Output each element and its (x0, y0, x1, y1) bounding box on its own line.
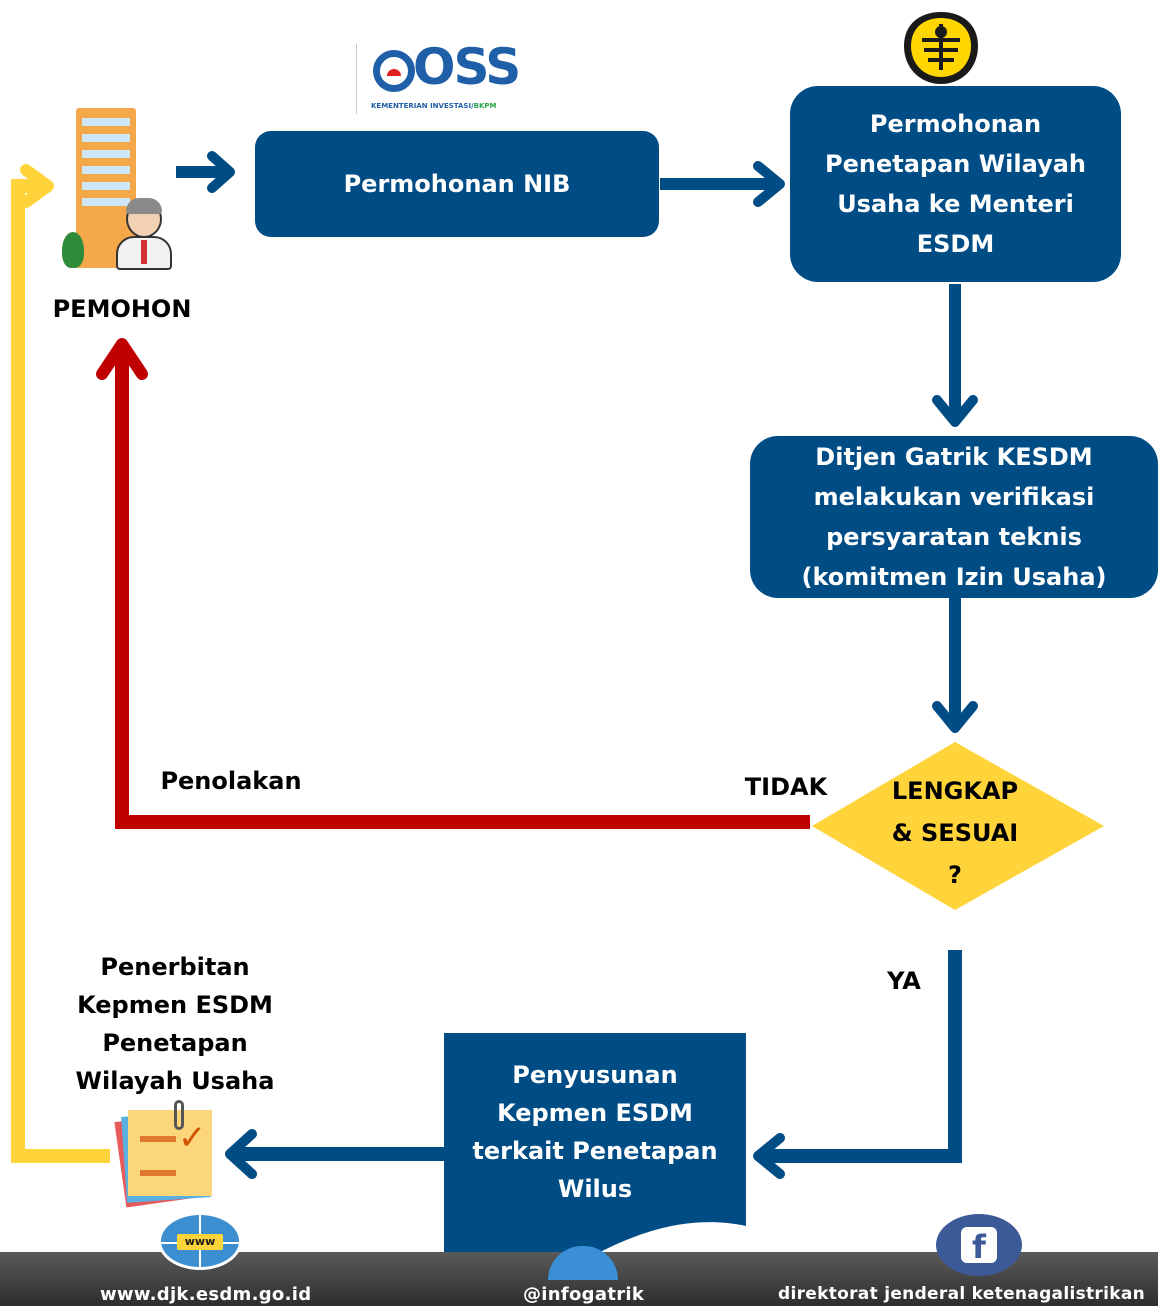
verification-to-decision-arrowhead (932, 701, 978, 733)
esdm-emblem-icon (904, 12, 978, 84)
applicant-illustration (62, 108, 182, 278)
facebook-icon: f (936, 1214, 1022, 1276)
nib-request-box: Permohonan NIB (255, 131, 659, 237)
no-edge-label: TIDAK (744, 773, 828, 801)
document-checklist-icon: ✓ (114, 1100, 216, 1210)
rejection-connector (115, 352, 810, 829)
nib-to-request-arrowhead (753, 161, 785, 207)
return-connector (11, 179, 110, 1163)
request-to-verification-arrowhead (932, 395, 978, 427)
globe-icon: www (158, 1212, 242, 1270)
social-handle[interactable]: @infogatrik (523, 1284, 645, 1305)
decision-to-drafting-arrowhead (753, 1133, 785, 1179)
return-arrowhead (20, 164, 54, 208)
oss-logo-text: OSS (413, 38, 521, 96)
applicant-to-nib-arrowhead (207, 151, 235, 193)
issuance-label: Penerbitan Kepmen ESDM Penetapan Wilayah… (75, 953, 275, 1095)
yes-edge-label: YA (887, 967, 921, 995)
oss-logo-subtitle: KEMENTERIAN INVESTASI/BKPM (371, 102, 497, 110)
oss-logo-mark (373, 50, 415, 92)
tree-icon (62, 232, 84, 268)
decision-to-drafting-connector (760, 950, 962, 1163)
facebook-glyph: f (961, 1227, 997, 1266)
www-badge: www (177, 1234, 223, 1250)
oss-logo: OSS KEMENTERIAN INVESTASI/BKPM (356, 38, 521, 114)
area-request-box: Permohonan Penetapan Wilayah Usaha ke Me… (790, 86, 1121, 282)
verification-box: Ditjen Gatrik KESDM melakukan verifikasi… (750, 436, 1158, 598)
applicant-label: PEMOHON (52, 295, 192, 323)
rejection-edge-label: Penolakan (160, 767, 302, 795)
decision-diamond (812, 742, 1104, 910)
drafting-document-shape (444, 1033, 746, 1282)
drafting-label: Penyusunan Kepmen ESDM terkait Penetapan… (472, 1061, 718, 1203)
drafting-to-issuance-arrowhead (225, 1129, 257, 1179)
rejection-arrowhead (96, 338, 148, 380)
facebook-page-link[interactable]: direktorat jenderal ketenagalistrikan (778, 1284, 1146, 1304)
website-link[interactable]: www.djk.esdm.go.id (100, 1284, 312, 1305)
decision-label: LENGKAP & SESUAI ? (891, 777, 1019, 889)
person-icon (112, 198, 178, 272)
